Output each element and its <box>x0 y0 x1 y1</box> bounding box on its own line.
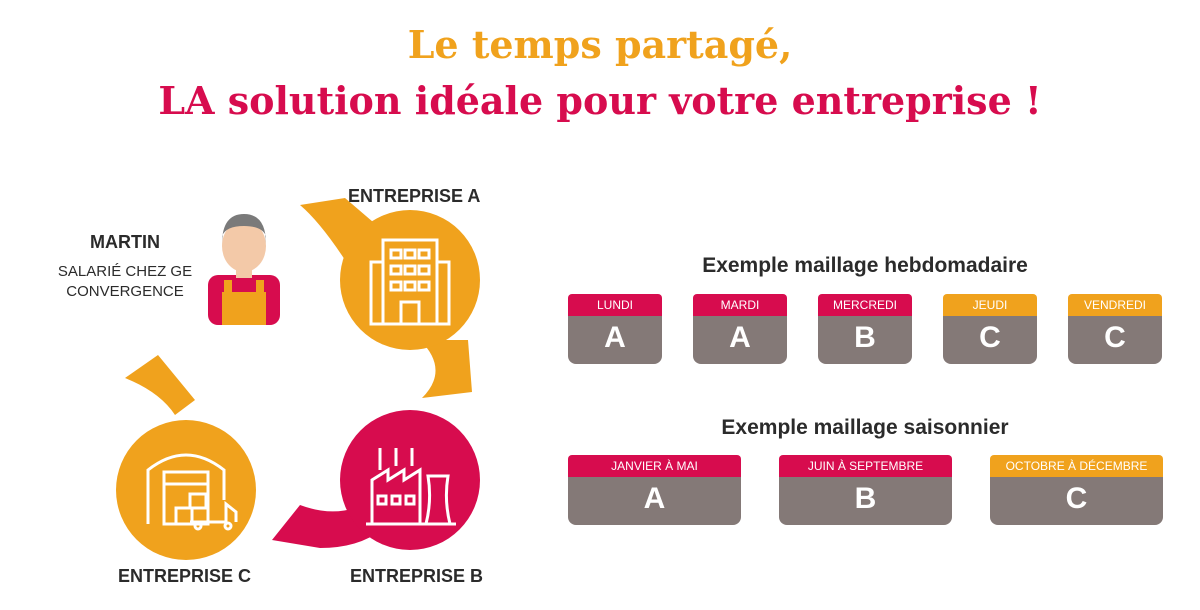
title-line-1: Le temps partagé, <box>407 22 793 67</box>
label-entreprise-b: ENTREPRISE B <box>350 566 484 586</box>
schedule-card-value: C <box>990 471 1163 525</box>
person-name: MARTIN <box>90 232 160 252</box>
schedule-card-value: B <box>779 471 952 525</box>
circle-entreprise-c <box>116 420 256 560</box>
schedule-card-period: MARDI <box>693 294 787 316</box>
circle-entreprise-a <box>340 210 480 350</box>
warehouse-icon <box>146 453 238 531</box>
person-description: SALARIÉ CHEZ GE CONVERGENCE <box>40 262 210 302</box>
schedule-card-value: A <box>568 310 662 364</box>
schedule-card-period: JEUDI <box>943 294 1037 316</box>
schedule-card-period: JANVIER À MAI <box>568 455 741 477</box>
schedule-card-period: OCTOBRE À DÉCEMBRE <box>990 455 1163 477</box>
schedule-card-period: JUIN À SEPTEMBRE <box>779 455 952 477</box>
arrow-a-to-b <box>420 340 472 398</box>
schedule-card-value: C <box>1068 310 1162 364</box>
label-entreprise-c: ENTREPRISE C <box>118 566 252 586</box>
office-building-icon <box>369 238 451 326</box>
worker-icon <box>208 214 280 325</box>
schedule-card-period: VENDREDI <box>1068 294 1162 316</box>
arrow-c-tail <box>125 355 195 415</box>
schedule-card-value: A <box>568 471 741 525</box>
person-desc-line-1: SALARIÉ CHEZ GE <box>57 263 193 280</box>
schedule-card-period: MERCREDI <box>818 294 912 316</box>
seasonal-title: Exemple maillage saisonnier <box>721 416 1009 439</box>
schedule-card-value: A <box>693 310 787 364</box>
circle-entreprise-b <box>340 410 480 550</box>
label-entreprise-a: ENTREPRISE A <box>348 186 481 206</box>
schedule-card-period: LUNDI <box>568 294 662 316</box>
schedule-card-value: C <box>943 310 1037 364</box>
weekly-title: Exemple maillage hebdomadaire <box>702 254 1028 277</box>
factory-icon <box>366 448 456 526</box>
schedule-card-value: B <box>818 310 912 364</box>
title-line-2: LA solution idéale pour votre entreprise… <box>158 78 1042 123</box>
person-desc-line-2: CONVERGENCE <box>66 283 184 300</box>
